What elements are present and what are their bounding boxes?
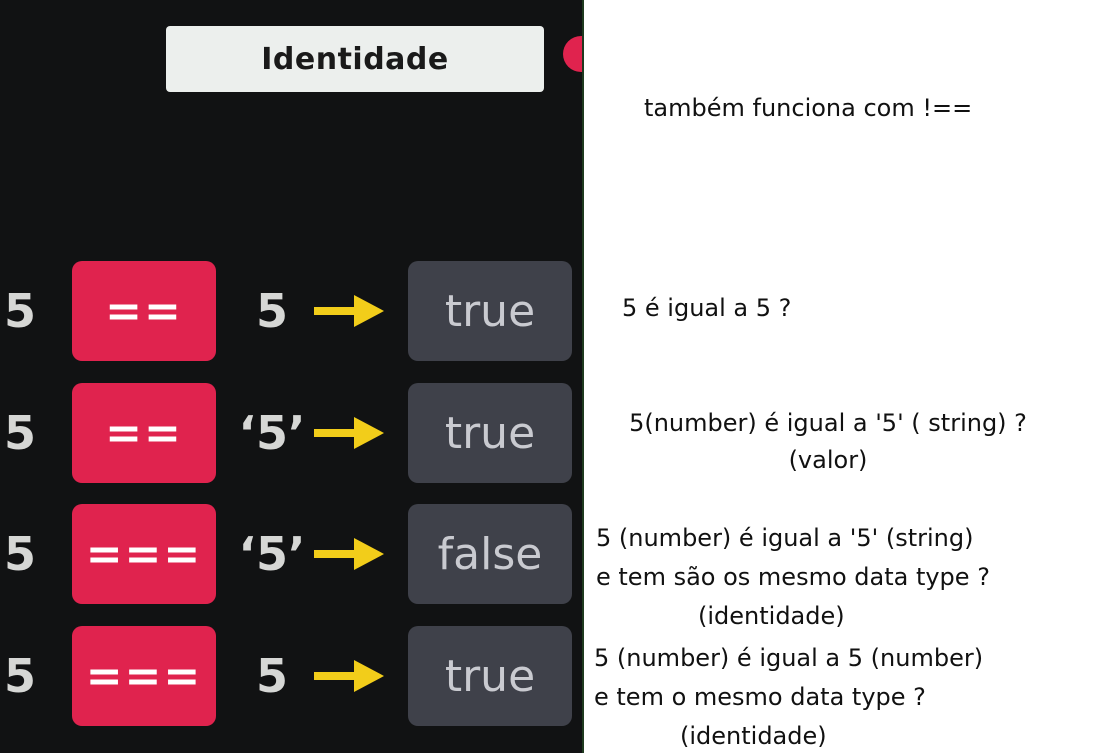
panel-divider [582,0,584,753]
note-row2: 5(number) é igual a '5' ( string) ? (val… [608,405,1048,479]
right-operand: 5 [255,284,288,338]
right-operand: 5 [255,649,288,703]
slide-panel: Identidade 5 == 5 true 5 == ‘5’ true 5 =… [0,0,582,753]
note-row1: 5 é igual a 5 ? [622,294,792,322]
operator-label: === [85,650,203,702]
operator-label: == [105,285,183,337]
left-operand: 5 [4,406,37,460]
left-operand: 5 [4,527,37,581]
note-line: e tem o mesmo data type ? [594,683,926,711]
operator-label: == [105,407,183,459]
comparison-row: 5 == 5 true [0,261,582,361]
operator-badge: == [72,383,216,483]
arrow-right-icon [314,295,384,327]
note-row4: 5 (number) é igual a 5 (number) e tem o … [594,639,983,756]
arrow-right-icon [314,417,384,449]
operator-badge: == [72,261,216,361]
operator-label: === [85,528,203,580]
comparison-row: 5 === ‘5’ false [0,504,582,604]
note-top: também funciona com !== [644,94,973,122]
result-box: false [408,504,572,604]
note-line: e tem são os mesmo data type ? [596,563,990,591]
note-line: 5(number) é igual a '5' ( string) ? [629,409,1027,437]
note-row3: 5 (number) é igual a '5' (string) e tem … [596,519,990,636]
right-operand: ‘5’ [238,527,306,581]
red-dot-decoration [563,36,582,72]
note-line: 5 (number) é igual a 5 (number) [594,644,984,672]
comparison-row: 5 === 5 true [0,626,582,726]
left-operand: 5 [4,284,37,338]
arrow-right-icon [314,538,384,570]
operator-badge: === [72,626,216,726]
left-operand: 5 [4,649,37,703]
right-operand: ‘5’ [238,406,306,460]
slide-title: Identidade [166,26,544,92]
note-line: (identidade) [698,602,845,630]
result-box: true [408,383,572,483]
arrow-right-icon [314,660,384,692]
result-box: true [408,261,572,361]
note-line: (identidade) [680,722,827,750]
result-box: true [408,626,572,726]
note-line: (valor) [788,446,868,474]
note-line: 5 (number) é igual a '5' (string) [596,524,974,552]
operator-badge: === [72,504,216,604]
comparison-row: 5 == ‘5’ true [0,383,582,483]
